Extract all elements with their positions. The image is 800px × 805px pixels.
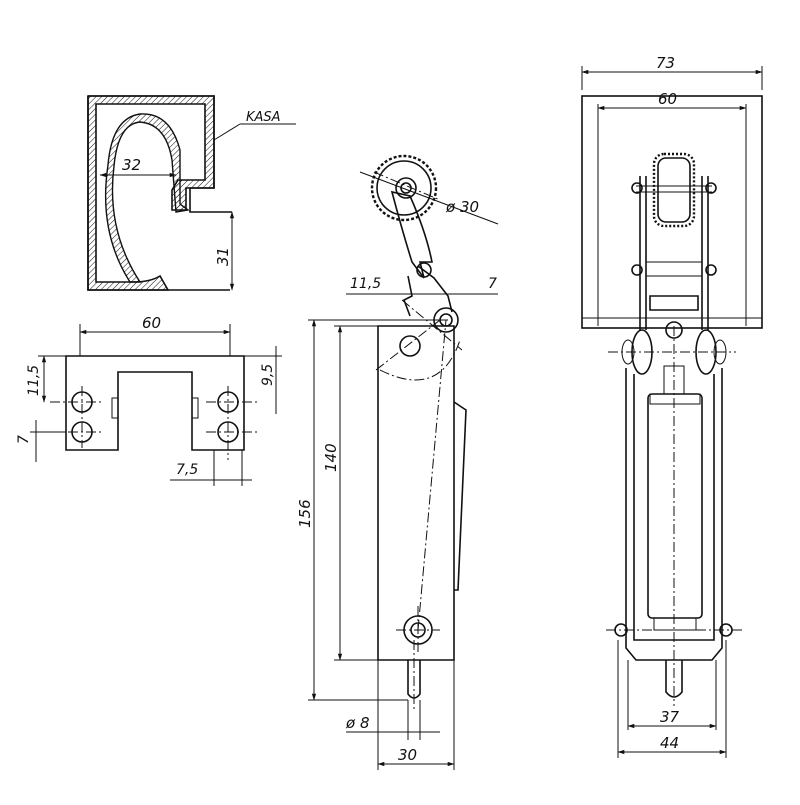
dim-11-5-side: 11,5: [350, 276, 381, 292]
mounting-plate-view: 60 11,5 7 9,5 7,5: [16, 314, 282, 486]
dim-60-plate: 60: [142, 314, 161, 332]
front-view: 73 60: [581, 54, 763, 758]
mounting-holes: [50, 386, 260, 460]
dim-32: 32: [122, 156, 141, 174]
side-view: ø 30 11,5 7 140 156 ø 8 30: [296, 154, 499, 770]
upper-pivot: [433, 307, 459, 333]
dim-44: 44: [660, 734, 679, 752]
dim-phi-30: ø 30: [445, 198, 479, 216]
dim-73: 73: [656, 54, 675, 72]
dim-30: 30: [398, 746, 417, 764]
dim-31: 31: [214, 247, 232, 266]
dim-7-left: 7: [16, 435, 32, 444]
dim-9-5: 9,5: [260, 364, 276, 386]
dim-37: 37: [660, 708, 680, 726]
dim-60-front: 60: [658, 90, 677, 108]
dim-156: 156: [296, 499, 314, 528]
dim-11-5-left: 11,5: [26, 365, 42, 396]
dim-phi-8: ø 8: [345, 714, 370, 732]
kasa-profile-view: KASA 32 31: [87, 95, 296, 291]
roller-front: [636, 152, 712, 228]
kasa-label: KASA: [246, 110, 281, 125]
damper-cylinder: [647, 393, 703, 619]
dim-140: 140: [322, 443, 340, 472]
dim-7-side: 7: [488, 276, 497, 292]
dim-7-5: 7,5: [176, 462, 198, 478]
roller: [359, 154, 499, 225]
